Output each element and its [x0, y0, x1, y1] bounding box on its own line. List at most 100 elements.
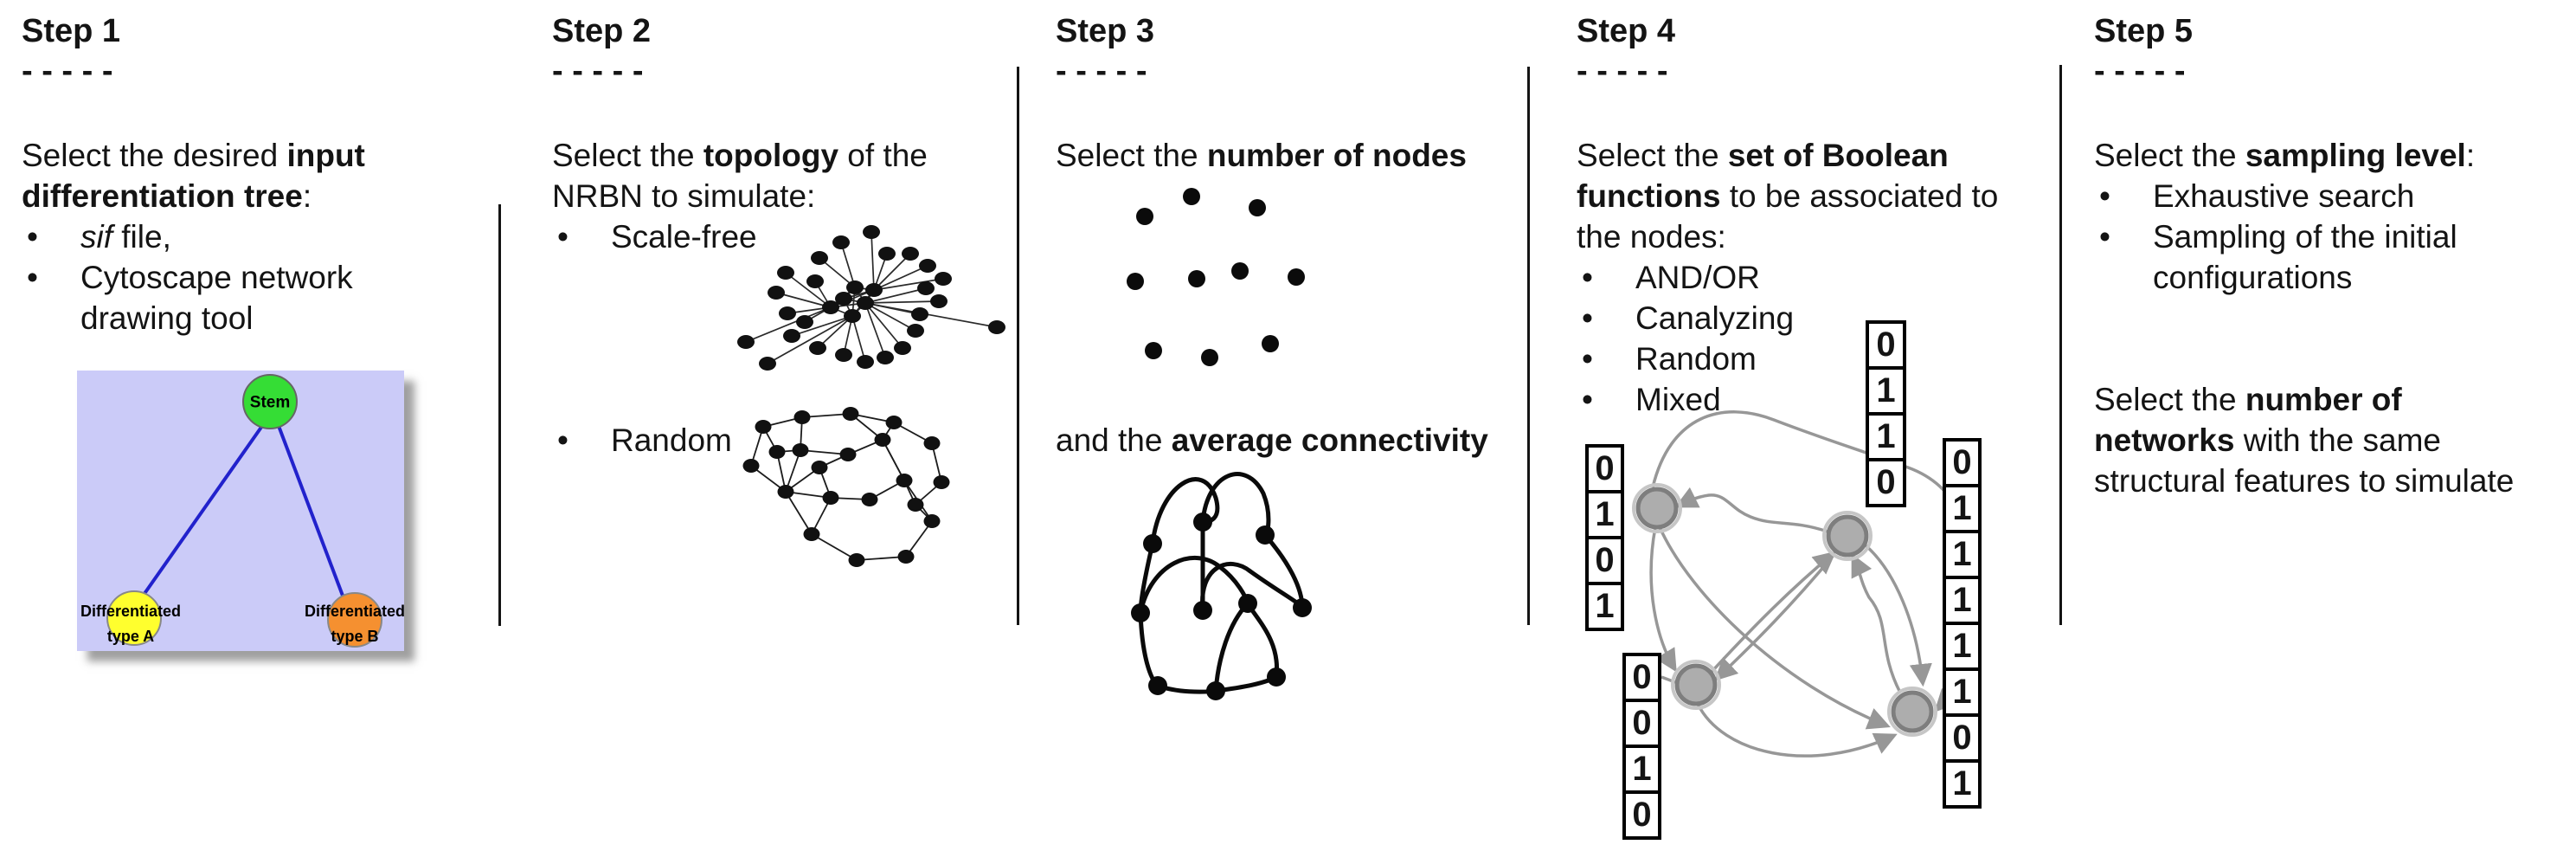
connectivity-edge: [1150, 477, 1220, 546]
network-edge: [882, 439, 905, 481]
table-cell: 0: [1622, 699, 1661, 748]
network-edge: [785, 449, 801, 493]
table-cell: 1: [1943, 484, 1982, 533]
column-separator: [1527, 67, 1530, 625]
node-dot: [1201, 349, 1218, 366]
text-segment: the nodes:: [1577, 219, 1726, 255]
network-node: [793, 410, 811, 424]
text-segment: file,: [112, 219, 171, 255]
connectivity-edge: [1138, 556, 1250, 616]
network-node: [857, 296, 874, 310]
text-segment: with the same: [2234, 422, 2441, 458]
dashed-divider: - - - - -: [552, 53, 644, 89]
text-line: and the average connectivity: [1056, 420, 1519, 461]
node-dot: [1183, 188, 1200, 205]
stem-node: [242, 374, 298, 429]
network-node: [806, 274, 824, 288]
node-dot: [1267, 667, 1286, 687]
text-segment: :: [2465, 138, 2476, 173]
table-cell: 1: [1943, 576, 1982, 625]
nodes-dots-figure: [1127, 188, 1305, 366]
node-dot: [1206, 681, 1225, 700]
edge-bl-to-tr: [1710, 551, 1837, 674]
stem-label: Stem: [250, 394, 290, 412]
network-node: [911, 307, 928, 321]
text-segment: Select the: [2094, 138, 2245, 173]
table-cell: 1: [1866, 412, 1906, 461]
differentiation-tree-svg: Stem Differentiated type A Differentiate…: [77, 371, 404, 651]
table-cell: 0: [1943, 713, 1982, 763]
text-line: •sif file,: [22, 216, 489, 257]
node-dot: [1188, 270, 1205, 287]
text-segment: number of: [2245, 382, 2402, 417]
text-segment: set of Boolean: [1727, 138, 1949, 173]
network-node: [842, 407, 859, 421]
random-network-figure: [742, 407, 950, 567]
network-node: [897, 550, 915, 564]
node-halo: [1822, 511, 1873, 561]
network-node: [832, 235, 850, 249]
step2-column: Step 2 - - - - - Select the topology of …: [552, 0, 1011, 851]
text-segment: number of nodes: [1206, 138, 1467, 173]
network-node: [988, 320, 1005, 334]
text-segment: Select the: [2094, 382, 2245, 417]
network-edge: [785, 272, 832, 308]
network-node: [885, 416, 903, 429]
gene-node: [1826, 514, 1869, 558]
text-line: Select the number of: [2094, 379, 2576, 420]
text-line: configurations: [2094, 257, 2576, 298]
column-separator: [498, 204, 501, 626]
network-node: [737, 335, 755, 349]
tree-edge-stem-a: [142, 424, 264, 596]
network-edge: [767, 315, 853, 364]
gene-node: [1891, 690, 1934, 733]
text-segment: differentiation tree: [22, 178, 303, 214]
step-title: Step 5: [2094, 13, 2194, 49]
network-node: [933, 475, 950, 489]
text-segment: and the: [1056, 422, 1172, 458]
text-segment: Canalyzing: [1635, 300, 1795, 336]
connectivity-edge: [1138, 541, 1155, 616]
network-node: [822, 491, 839, 505]
node-dot: [1143, 534, 1162, 553]
network-node: [917, 281, 935, 295]
network-node: [907, 498, 924, 512]
table-cell: 0: [1622, 653, 1661, 702]
network-edge: [785, 491, 813, 535]
network-node: [777, 485, 794, 499]
text-segment: sampling level: [2245, 138, 2466, 173]
text-line: drawing tool: [22, 298, 489, 338]
network-node: [759, 357, 776, 371]
node-dot: [1193, 513, 1212, 532]
type-a-label-line1: Differentiated: [80, 603, 181, 620]
step3-column: Step 3 - - - - - Select the number of no…: [1056, 0, 1519, 851]
bullet-icon: •: [2099, 178, 2110, 214]
network-node: [811, 251, 828, 265]
text-segment: Cytoscape network: [80, 260, 353, 295]
network-node: [783, 329, 800, 343]
text-segment: to be associated to: [1720, 178, 1999, 214]
text-segment: networks: [2094, 422, 2235, 458]
table-cell: 1: [1585, 490, 1624, 539]
text-line: Select the number of nodes: [1056, 135, 1519, 176]
network-node: [848, 553, 865, 567]
node-dot: [1293, 598, 1312, 617]
network-node: [877, 351, 894, 364]
text-segment: Sampling of the initial: [2153, 219, 2457, 255]
text-segment: sif: [80, 219, 112, 255]
node-dot: [1249, 199, 1266, 216]
text-segment: :: [302, 178, 312, 214]
table-cell: 1: [1943, 622, 1982, 671]
type-a-node: [106, 590, 162, 646]
dashed-divider: - - - - -: [1056, 53, 1147, 89]
bullet-icon: •: [557, 219, 569, 255]
connectivity-edge: [1213, 601, 1250, 693]
network-node: [919, 259, 936, 273]
network-edge: [905, 520, 933, 558]
network-edge: [873, 253, 911, 291]
gene-node: [1674, 663, 1718, 706]
connectivity-network-figure: [1131, 472, 1312, 700]
network-node: [796, 315, 813, 329]
